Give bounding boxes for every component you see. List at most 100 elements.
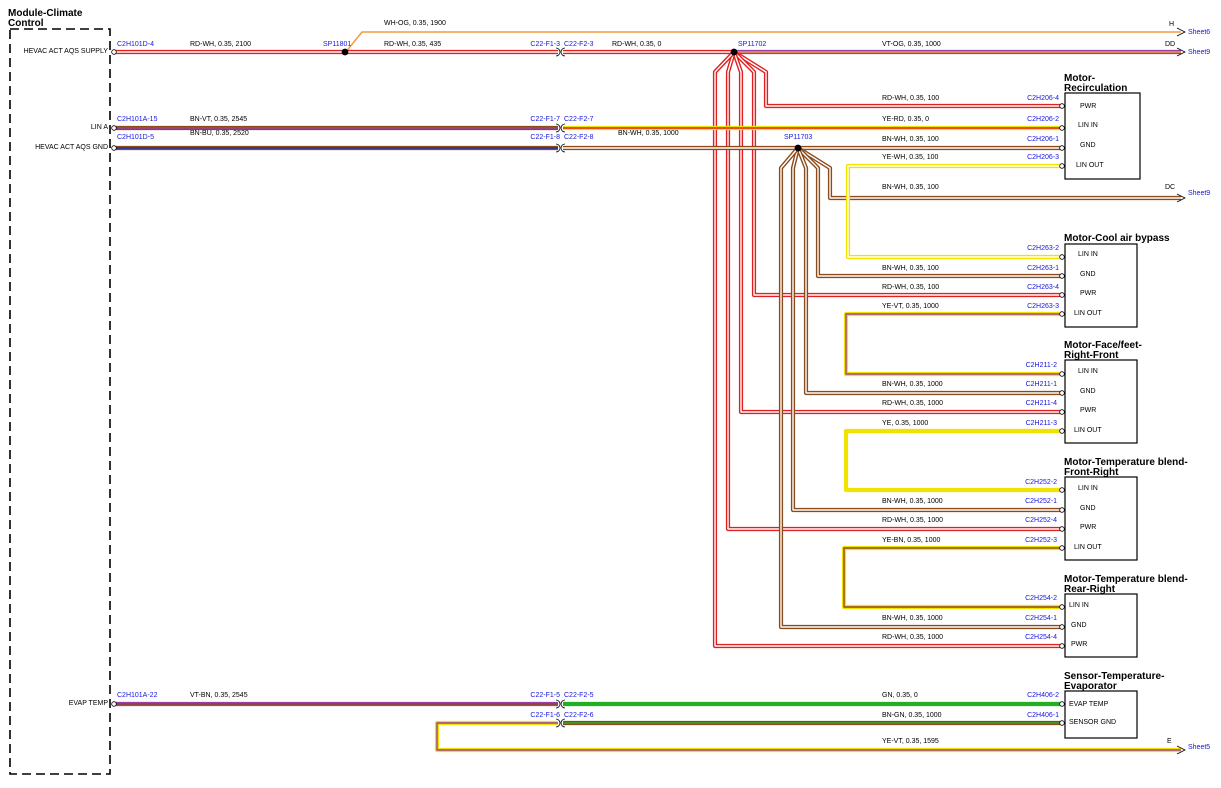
component-pin-label: PWR <box>1080 103 1096 110</box>
pin-marker[interactable] <box>111 145 117 151</box>
connector-label: C2H252-2 <box>1025 479 1057 486</box>
wire-label: YE-VT, 0.35, 1000 <box>882 303 939 310</box>
pin-marker[interactable] <box>1059 507 1065 513</box>
splice-label: SP11801 <box>323 41 351 48</box>
component-pin-label: GND <box>1080 505 1096 512</box>
pin-marker[interactable] <box>1059 163 1065 169</box>
pin-marker[interactable] <box>1059 103 1065 109</box>
offpage-sheet-link[interactable]: Sheet9 <box>1188 49 1210 56</box>
pin-marker[interactable] <box>1059 254 1065 260</box>
wire-label: RD-WH, 0.35, 100 <box>882 95 939 102</box>
splice-sp11702[interactable] <box>730 48 738 56</box>
wire-bn-wh-coolair-gnd[interactable] <box>797 147 1062 277</box>
connector-label: C2H101D-4 <box>117 41 154 48</box>
component-title: Motor- <box>1064 73 1095 84</box>
pin-marker[interactable] <box>1059 311 1065 317</box>
connector-label: C2H211-3 <box>1026 420 1057 427</box>
wire-rd-wh-coolair-pwr[interactable] <box>733 51 1062 296</box>
offpage-sheet-link[interactable]: Sheet5 <box>1188 744 1210 751</box>
pin-marker[interactable] <box>1059 487 1065 493</box>
component-title: Front-Right <box>1064 467 1119 478</box>
component-motor-temperature-blend-front-right[interactable]: Motor-Temperature blend- Front-Right LIN… <box>1064 457 1188 561</box>
inline-connector-c22-8[interactable] <box>555 143 566 153</box>
connector-label: C2H406-2 <box>1027 692 1059 699</box>
pin-label-aqs-gnd: HEVAC ACT AQS GND <box>35 144 108 151</box>
offpage-ref-e[interactable]: E Sheet5 <box>1167 738 1210 755</box>
splice-sp11703[interactable] <box>794 144 802 152</box>
inline-connector-c22-6[interactable] <box>555 718 566 728</box>
wire-label: BN-WH, 0.35, 100 <box>882 184 939 191</box>
offpage-ref-h[interactable]: H Sheet6 <box>1169 21 1210 37</box>
pin-marker[interactable] <box>1059 145 1065 151</box>
component-pin-label: LIN IN <box>1078 251 1098 258</box>
component-motor-recirculation[interactable]: Motor- Recirculation PWR LIN IN GND LIN … <box>1064 73 1141 180</box>
connector-label: C22-F1-3 <box>530 41 560 48</box>
pin-marker[interactable] <box>1059 720 1065 726</box>
pin-marker[interactable] <box>1059 643 1065 649</box>
component-pin-label: LIN IN <box>1078 485 1098 492</box>
pin-label-aqs-supply: HEVAC ACT AQS SUPPLY <box>24 48 109 55</box>
module-title-line2: Control <box>8 18 44 29</box>
wire-label: BN-WH, 0.35, 1000 <box>882 498 943 505</box>
wire-bn-wh-tbfr-gnd[interactable] <box>792 147 1062 511</box>
inline-connector-c22-5[interactable] <box>555 699 566 709</box>
pin-marker[interactable] <box>111 49 117 55</box>
wire-ye-vt-1000[interactable] <box>845 313 1062 375</box>
pin-marker[interactable] <box>1059 701 1065 707</box>
wire-label: YE, 0.35, 1000 <box>882 420 928 427</box>
component-pin-label: PWR <box>1080 407 1096 414</box>
inline-connector-c22-3[interactable] <box>555 47 566 57</box>
wire-label: BN-WH, 0.35, 100 <box>882 136 939 143</box>
wire-bn-wh-dc[interactable] <box>797 147 1181 199</box>
splice-sp11801[interactable] <box>341 48 349 56</box>
pin-marker[interactable] <box>1059 526 1065 532</box>
wire-ye-bn-1000[interactable] <box>843 547 1062 608</box>
wire-rd-wh-recirc-pwr[interactable] <box>733 51 1062 107</box>
pin-marker[interactable] <box>1059 292 1065 298</box>
component-sensor-temperature-evaporator[interactable]: Sensor-Temperature- Evaporator EVAP TEMP… <box>1064 671 1164 739</box>
component-title: Motor-Temperature blend- <box>1064 574 1188 585</box>
component-motor-cool-air-bypass[interactable]: Motor-Cool air bypass LIN IN GND PWR LIN… <box>1064 233 1170 328</box>
wire-label: RD-WH, 0.35, 1000 <box>882 517 943 524</box>
pin-marker[interactable] <box>1059 409 1065 415</box>
component-title: Recirculation <box>1064 83 1127 94</box>
component-box <box>1064 476 1138 561</box>
offpage-sheet-link[interactable]: Sheet6 <box>1188 29 1210 36</box>
connector-label: C22-F2-8 <box>564 134 594 141</box>
component-pin-label: PWR <box>1071 641 1087 648</box>
component-box <box>1064 690 1138 739</box>
wire-label: GN, 0.35, 0 <box>882 692 918 699</box>
module-title-line1: Module-Climate <box>8 8 83 19</box>
pin-label-evap-temp: EVAP TEMP <box>69 700 109 707</box>
pin-marker[interactable] <box>111 125 117 131</box>
wire-rd-wh-facefeet-pwr[interactable] <box>733 51 1062 413</box>
pin-marker[interactable] <box>1059 624 1065 630</box>
wire-ye-1000[interactable] <box>845 430 1062 491</box>
pin-marker[interactable] <box>1059 273 1065 279</box>
pin-marker[interactable] <box>1059 545 1065 551</box>
pin-marker[interactable] <box>1059 428 1065 434</box>
inline-connector-c22-7[interactable] <box>555 123 566 133</box>
wire-label: RD-WH, 0.35, 2100 <box>190 41 251 48</box>
wire-bn-wh-facefeet-gnd[interactable] <box>797 147 1062 394</box>
wire-bn-wh-tbrr-gnd[interactable] <box>780 147 1062 628</box>
offpage-ref-dd[interactable]: DD Sheet9 <box>1165 41 1210 57</box>
wire-label: VT-OG, 0.35, 1000 <box>882 41 941 48</box>
component-motor-temperature-blend-rear-right[interactable]: Motor-Temperature blend- Rear-Right LIN … <box>1064 574 1188 658</box>
wire-wh-og-1900[interactable] <box>344 31 1181 54</box>
wire-rd-wh-tbrr-pwr[interactable] <box>714 51 1062 647</box>
offpage-code: DD <box>1165 41 1175 48</box>
wire-label: VT-BN, 0.35, 2545 <box>190 692 248 699</box>
pin-marker[interactable] <box>1059 390 1065 396</box>
pin-marker[interactable] <box>1059 604 1065 610</box>
pin-marker[interactable] <box>1059 371 1065 377</box>
offpage-sheet-link[interactable]: Sheet9 <box>1188 190 1210 197</box>
wire-ye-wh-100[interactable] <box>847 165 1062 258</box>
offpage-ref-dc[interactable]: DC Sheet9 <box>1165 184 1210 203</box>
offpage-code: DC <box>1165 184 1175 191</box>
pin-marker[interactable] <box>1059 125 1065 131</box>
wire-rd-wh-tbfr-pwr[interactable] <box>727 51 1062 530</box>
pin-marker[interactable] <box>111 701 117 707</box>
wire-ye-vt-1595[interactable] <box>436 722 1181 751</box>
component-motor-face-feet-right-front[interactable]: Motor-Face/feet- Right-Front LIN IN GND … <box>1064 340 1142 444</box>
